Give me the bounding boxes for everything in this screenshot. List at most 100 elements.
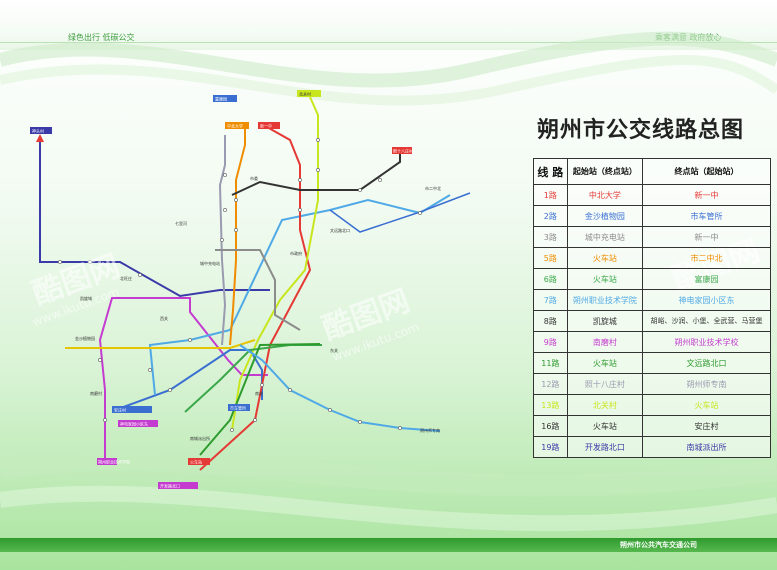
start-cell: 金沙植物园 [566,205,644,227]
end-cell: 南城派出所 [642,436,771,458]
route-cell: 6路 [533,268,568,290]
table-row: 11路火车站文远路北口 [533,352,771,374]
route-11-line [199,343,321,456]
terminal-t5 [225,122,249,129]
table-row: 9路南磨村朔州职业技术学校 [533,331,771,353]
place-l10: 东关 [330,347,338,353]
terminal-t9 [158,482,198,489]
route-cell: 3路 [533,226,568,248]
table-row: 13路北关村火车站 [533,394,771,416]
route-cell: 1路 [533,184,568,206]
terminal-t12-label: 市车管所 [230,405,246,411]
terminal-t12 [228,404,250,411]
place-l9: 城中充电站 [200,260,220,266]
start-cell: 北关村 [566,394,644,416]
end-cell: 朔州职业技术学校 [642,331,771,353]
route-5-line [229,128,246,346]
route-cell: 16路 [533,415,568,437]
place-l15: 市二中北 [425,185,441,191]
header-route: 线 路 [533,158,568,185]
start-cell: 中北大学 [566,184,644,206]
start-cell: 凯旋城 [566,310,644,332]
table-row: 3路城中充电站新一中 [533,226,771,248]
terminal-t9-label: 开发路北口 [160,483,180,489]
terminal-t5-label: 中北大学 [227,123,243,129]
route-9-line [98,297,268,465]
end-cell: 市二中北 [642,247,771,269]
place-l2: 市政府 [290,250,302,256]
place-l4: 文远路北口 [330,227,350,233]
terminal-tags: 神头村 富康园 北关村 新一中 中北大学 照十八庄村 火车站 朔州职业技术学院 … [30,90,413,489]
route-cell: 8路 [533,310,568,332]
route-cell: 12路 [533,373,568,395]
station-dots [58,138,422,432]
route-1-line [199,126,312,471]
route-cell: 5路 [533,247,568,269]
place-l8: 南磨村 [90,390,102,396]
terminal-t2-label: 富康园 [215,96,227,102]
terminal-t7-label: 火车站 [190,459,202,465]
place-l1: 市委 [250,175,258,181]
route-8-line [231,150,401,196]
terminal-t2 [213,95,237,102]
start-cell: 开发路北口 [566,436,644,458]
start-cell: 南磨村 [566,331,644,353]
start-cell: 朔州职业技术学院 [566,289,644,311]
terminal-t11 [118,420,158,427]
footer-bar [0,538,777,552]
route-7-line [148,194,451,396]
terminal-t3-label: 北关村 [299,91,311,97]
route-cell: 19路 [533,436,568,458]
place-l6: 金沙植物园 [75,335,95,341]
start-cell: 城中充电站 [566,226,644,248]
terminal-t1 [30,127,52,134]
place-l13: 南关 [255,390,263,396]
terminal-t3 [297,90,321,97]
end-cell: 富康园 [642,268,771,290]
table-row: 19路开发路北口南城派出所 [533,436,771,458]
table-row: 5路火车站市二中北 [533,247,771,269]
place-l11: 西关 [160,315,168,321]
place-l14: 七里河 [175,220,187,226]
page-title: 朔州市公交线路总图 [537,118,745,143]
table-row: 16路火车站安庄村 [533,415,771,437]
route-cell: 2路 [533,205,568,227]
start-cell: 火车站 [566,352,644,374]
terminal-t4-label: 新一中 [260,123,272,129]
footer-company: 朔州市公共汽车交通公司 [620,541,697,549]
place-l7: 凯旋城 [80,295,92,301]
terminal-t8-label: 朔州职业技术学院 [98,459,130,465]
start-cell: 火车站 [566,247,644,269]
route-19-arrow [36,134,44,142]
route-3-line [215,249,301,331]
route-13-line [231,96,319,431]
route-table-header: 线 路 起始站（终点站） 终点站（起始站） [533,158,771,185]
end-cell: 新一中 [642,184,771,206]
place-l12: 北旺庄 [120,275,132,281]
terminal-t1-label: 神头村 [32,128,44,134]
table-row: 1路中北大学新一中 [533,184,771,206]
terminal-t6 [392,147,412,154]
route-cell: 11路 [533,352,568,374]
table-row: 7路朔州职业技术学院神电家园小区东 [533,289,771,311]
terminal-t8 [97,458,117,465]
place-labels: 市委 市政府 朔州师专南 文远路北口 南城派出所 金沙植物园 凯旋城 南磨村 城… [75,175,441,441]
end-cell: 市车管所 [642,205,771,227]
header-rule [0,42,777,43]
end-cell: 朔州师专南 [642,373,771,395]
route-cell: 7路 [533,289,568,311]
route-yellow-line [65,339,256,349]
table-row: 2路金沙植物园市车管所 [533,205,771,227]
end-cell: 胡峪、沙润、小堡、全武营、马营堡 [642,310,771,332]
end-cell: 文远路北口 [642,352,771,374]
table-row: 8路凯旋城胡峪、沙润、小堡、全武营、马营堡 [533,310,771,332]
route-8-ne-line [329,192,471,233]
table-row: 12路照十八庄村朔州师专南 [533,373,771,395]
place-l3: 朔州师专南 [420,427,440,433]
route-2-line [114,349,263,411]
start-cell: 照十八庄村 [566,373,644,395]
